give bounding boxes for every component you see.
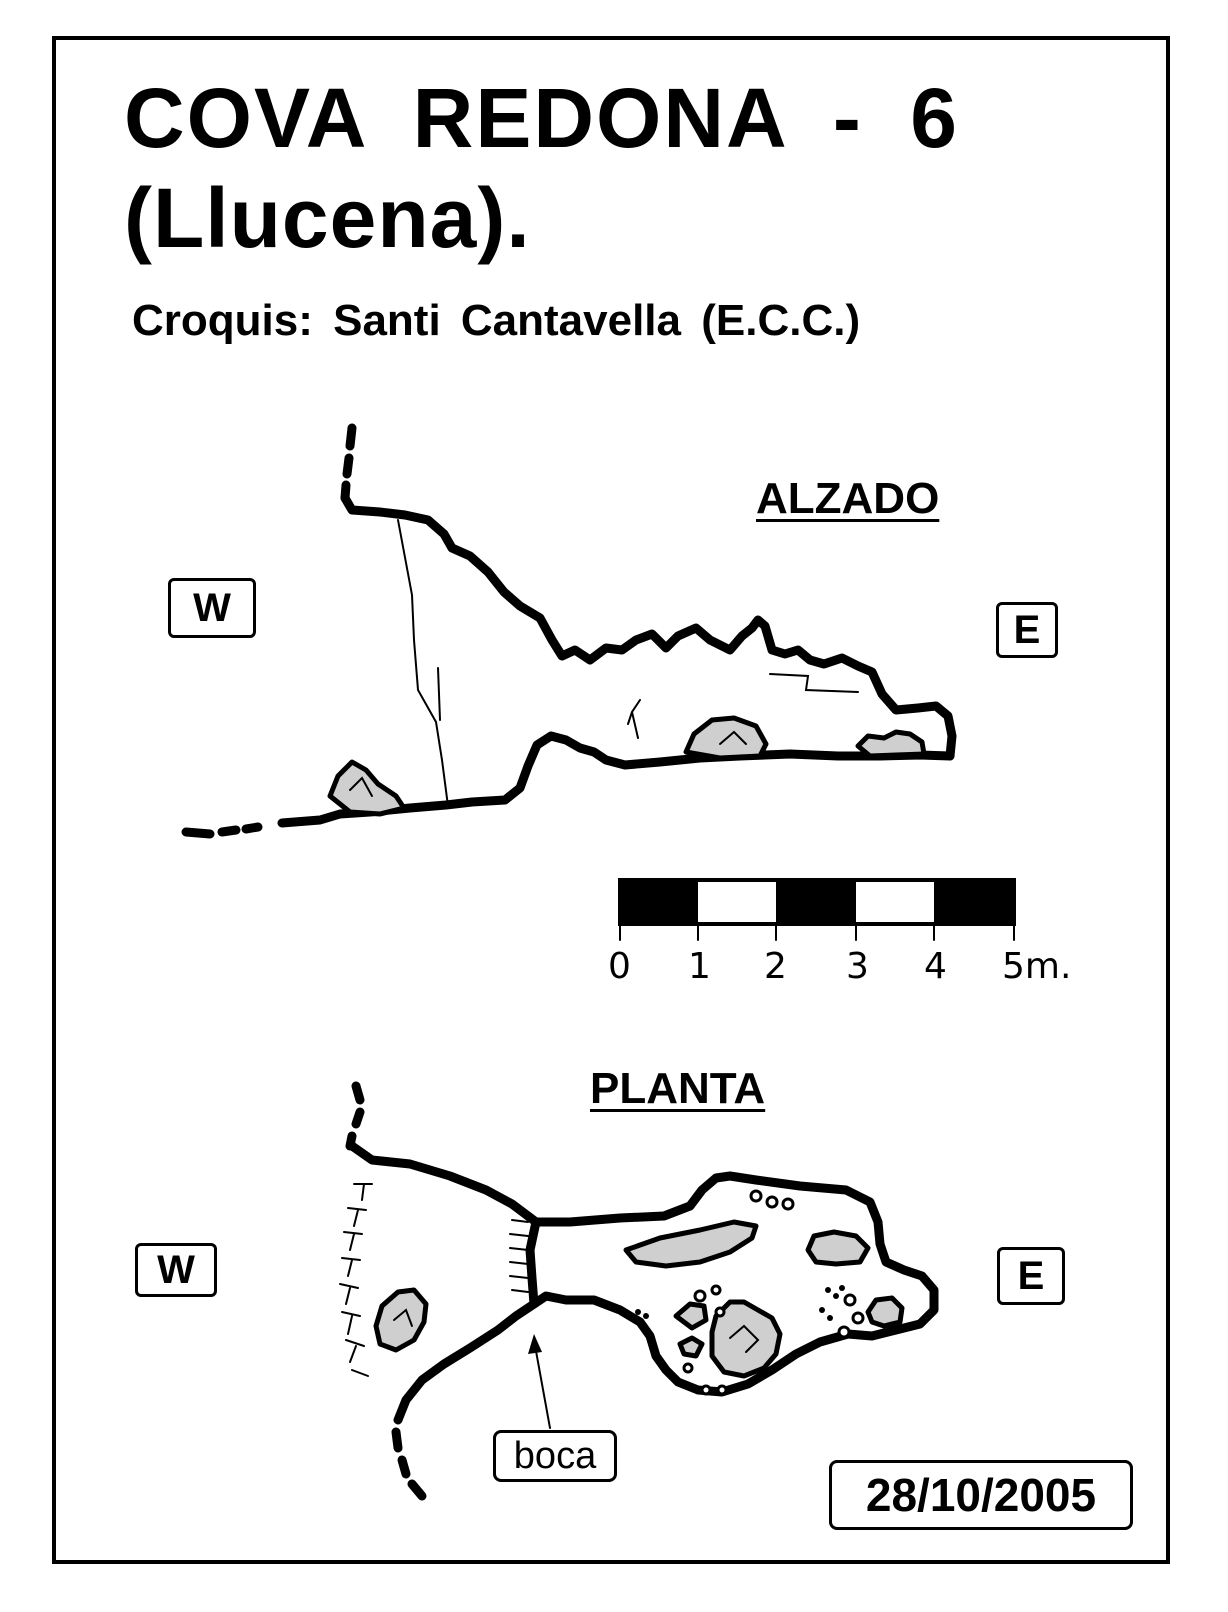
planta-west-label: W	[135, 1243, 217, 1297]
scale-label-5: 5m.	[1002, 946, 1071, 987]
planta-step-marks	[339, 1183, 373, 1377]
alzado-ceiling	[340, 493, 957, 761]
planta-plan	[339, 1081, 939, 1501]
planta-upper-wall	[347, 1141, 939, 1425]
scale-label-3: 3	[846, 946, 869, 987]
cave-title: COVA REDONA - 6	[124, 71, 959, 165]
alzado-dashed-continuation-top	[340, 423, 357, 503]
scale-bar: 0 1 2 3 4 5m.	[608, 878, 1071, 987]
scale-segment-0-1	[620, 880, 698, 924]
survey-credit: Croquis: Santi Cantavella (E.C.C.)	[132, 296, 861, 345]
alzado-stalactite-line	[627, 699, 641, 739]
alzado-rock-east	[855, 729, 927, 759]
alzado-profile	[181, 423, 957, 839]
scale-label-4: 4	[924, 946, 947, 987]
planta-heading: PLANTA	[590, 1064, 766, 1113]
entrance-arrow-head	[528, 1334, 542, 1354]
planta-rock-northeast	[805, 1229, 871, 1267]
planta-dashed-southwest	[391, 1427, 427, 1501]
alzado-west-label: W	[168, 578, 256, 638]
alzado-wall-line	[397, 519, 449, 807]
alzado-floor	[277, 731, 955, 828]
scale-label-2: 2	[764, 946, 787, 987]
planta-dashed-west-top	[345, 1081, 365, 1151]
planta-rock-small-1	[673, 1301, 709, 1331]
drawing-frame	[52, 36, 1170, 1564]
entrance-arrow-line	[533, 1339, 551, 1429]
planta-rock-small-2	[677, 1335, 705, 1359]
alzado-east-label: E	[996, 602, 1058, 658]
alzado-ledge-line	[769, 673, 859, 693]
alzado-dashed-continuation-floor	[181, 822, 263, 839]
planta-constriction-hatching	[509, 1219, 529, 1293]
alzado-heading: ALZADO	[756, 474, 940, 523]
scale-segment-4-5	[934, 880, 1014, 924]
planta-pebbles	[682, 1189, 865, 1396]
planta-rock-large	[709, 1299, 783, 1379]
planta-rock-elongated	[623, 1219, 759, 1269]
planta-gravel-dots	[627, 1285, 845, 1321]
planta-rock-east	[865, 1295, 905, 1329]
planta-east-label: E	[997, 1247, 1065, 1305]
entrance-label: boca	[493, 1430, 617, 1482]
scale-label-0: 0	[608, 946, 631, 987]
cave-location: (Llucena).	[124, 171, 531, 265]
scale-segment-2-3	[776, 880, 856, 924]
planta-rock-west	[373, 1287, 429, 1353]
survey-date: 28/10/2005	[829, 1460, 1133, 1530]
alzado-wall-line-2	[437, 667, 441, 721]
planta-inner-wall	[525, 1217, 541, 1309]
scale-label-1: 1	[688, 946, 711, 987]
